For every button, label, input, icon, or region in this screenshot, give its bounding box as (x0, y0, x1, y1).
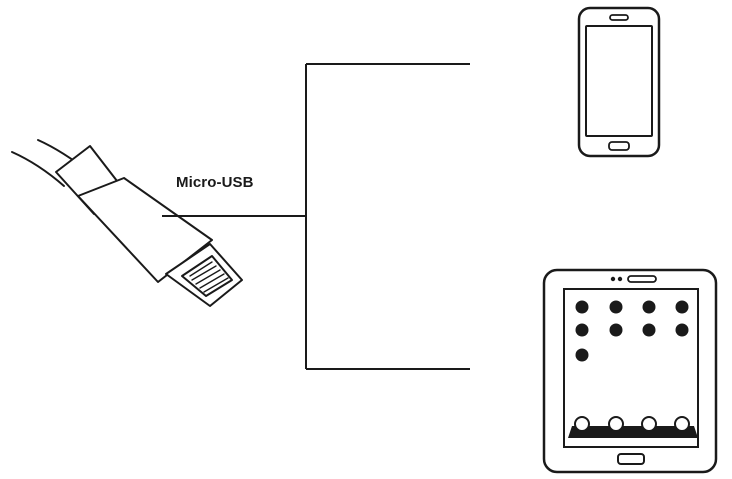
tablet-dock-icons (574, 416, 690, 432)
app-icon (642, 323, 656, 337)
app-icon (575, 300, 589, 314)
tablet-sensor-dot (617, 276, 623, 282)
tablet-speaker (627, 275, 657, 283)
tablet-camera-dot (610, 276, 616, 282)
connector-housing (77, 177, 213, 283)
phone-screen (585, 25, 653, 137)
micro-usb-label: Micro-USB (176, 174, 254, 191)
dock-app-icon (608, 416, 624, 432)
phone-home-button (608, 141, 630, 151)
app-icon (609, 300, 623, 314)
dock-app-icon (641, 416, 657, 432)
tablet-icon (542, 268, 718, 474)
app-icon (675, 300, 689, 314)
smartphone-icon (577, 6, 661, 158)
dock-app-icon (574, 416, 590, 432)
app-icon (609, 323, 623, 337)
connector-slot (181, 255, 233, 297)
micro-usb-cable-icon (11, 139, 243, 307)
connector-pins (189, 261, 229, 293)
tablet-app-grid (575, 300, 689, 362)
app-icon (642, 300, 656, 314)
phone-speaker (609, 14, 629, 21)
tablet-dock (568, 426, 698, 438)
connector-lines (162, 63, 470, 370)
dock-app-icon (674, 416, 690, 432)
app-icon (575, 348, 589, 362)
app-icon (675, 323, 689, 337)
app-icon (575, 323, 589, 337)
cable-wire-outer (11, 151, 65, 187)
tablet-home-button (617, 453, 645, 465)
